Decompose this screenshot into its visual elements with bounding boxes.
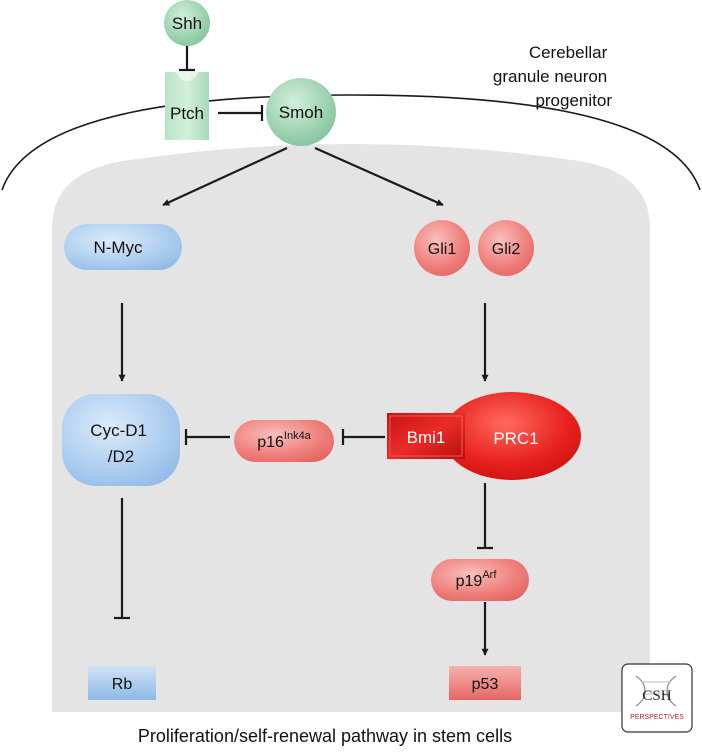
node-smoh-label: Smoh xyxy=(279,103,323,122)
node-rb: Rb xyxy=(88,666,156,700)
edge-p16-inhibits-cyc xyxy=(184,429,230,445)
node-p53-label: p53 xyxy=(472,676,499,693)
node-ptch: Ptch xyxy=(165,72,209,140)
node-cyc-label: Cyc-D1 /D2 xyxy=(90,421,151,466)
node-p19-label: p19Arf xyxy=(456,569,498,590)
node-prc1-label: PRC1 xyxy=(493,429,538,448)
edge-prc1-inhibits-p19 xyxy=(477,483,493,550)
node-ptch-label: Ptch xyxy=(170,104,204,123)
node-p53: p53 xyxy=(449,666,521,700)
edge-smoh-to-gli xyxy=(314,146,444,207)
node-shh-label: Shh xyxy=(172,14,202,33)
node-bmi1: Bmi1 xyxy=(387,413,465,459)
node-nmyc: N-Myc xyxy=(64,224,182,270)
figure-caption: Proliferation/self-renewal pathway in st… xyxy=(138,726,512,746)
edge-shh-inhibits-ptch xyxy=(179,46,195,72)
node-gli2: Gli2 xyxy=(478,220,534,276)
cell-label: Cerebellar granule neuron progenitor xyxy=(493,43,612,110)
node-gli2-label: Gli2 xyxy=(492,241,521,258)
csh-perspectives-logo: CSH PERSPECTIVES xyxy=(621,663,693,733)
node-bmi1-label: Bmi1 xyxy=(407,428,446,447)
node-p16-ink4a: p16Ink4a xyxy=(234,420,334,462)
node-cyc-d1-d2: Cyc-D1 /D2 xyxy=(62,394,180,486)
cell-membrane xyxy=(1,94,701,191)
logo-text-perspectives: PERSPECTIVES xyxy=(630,714,684,721)
node-shh: Shh xyxy=(164,0,210,46)
edge-ptch-inhibits-smoh xyxy=(218,105,264,121)
node-nmyc-label: N-Myc xyxy=(93,238,143,257)
node-gli1-label: Gli1 xyxy=(428,241,457,258)
edge-smoh-to-nmyc xyxy=(162,147,288,206)
node-gli1: Gli1 xyxy=(414,220,470,276)
node-prc1: PRC1 xyxy=(443,392,581,480)
edge-cyc-inhibits-rb xyxy=(114,498,130,620)
logo-text-csh: CSH xyxy=(642,688,671,704)
node-smoh: Smoh xyxy=(266,78,336,146)
node-rb-label: Rb xyxy=(112,676,133,693)
edge-bmi1-inhibits-p16 xyxy=(341,429,385,445)
node-p19-arf: p19Arf xyxy=(431,559,529,601)
node-p16-label: p16Ink4a xyxy=(257,430,311,451)
